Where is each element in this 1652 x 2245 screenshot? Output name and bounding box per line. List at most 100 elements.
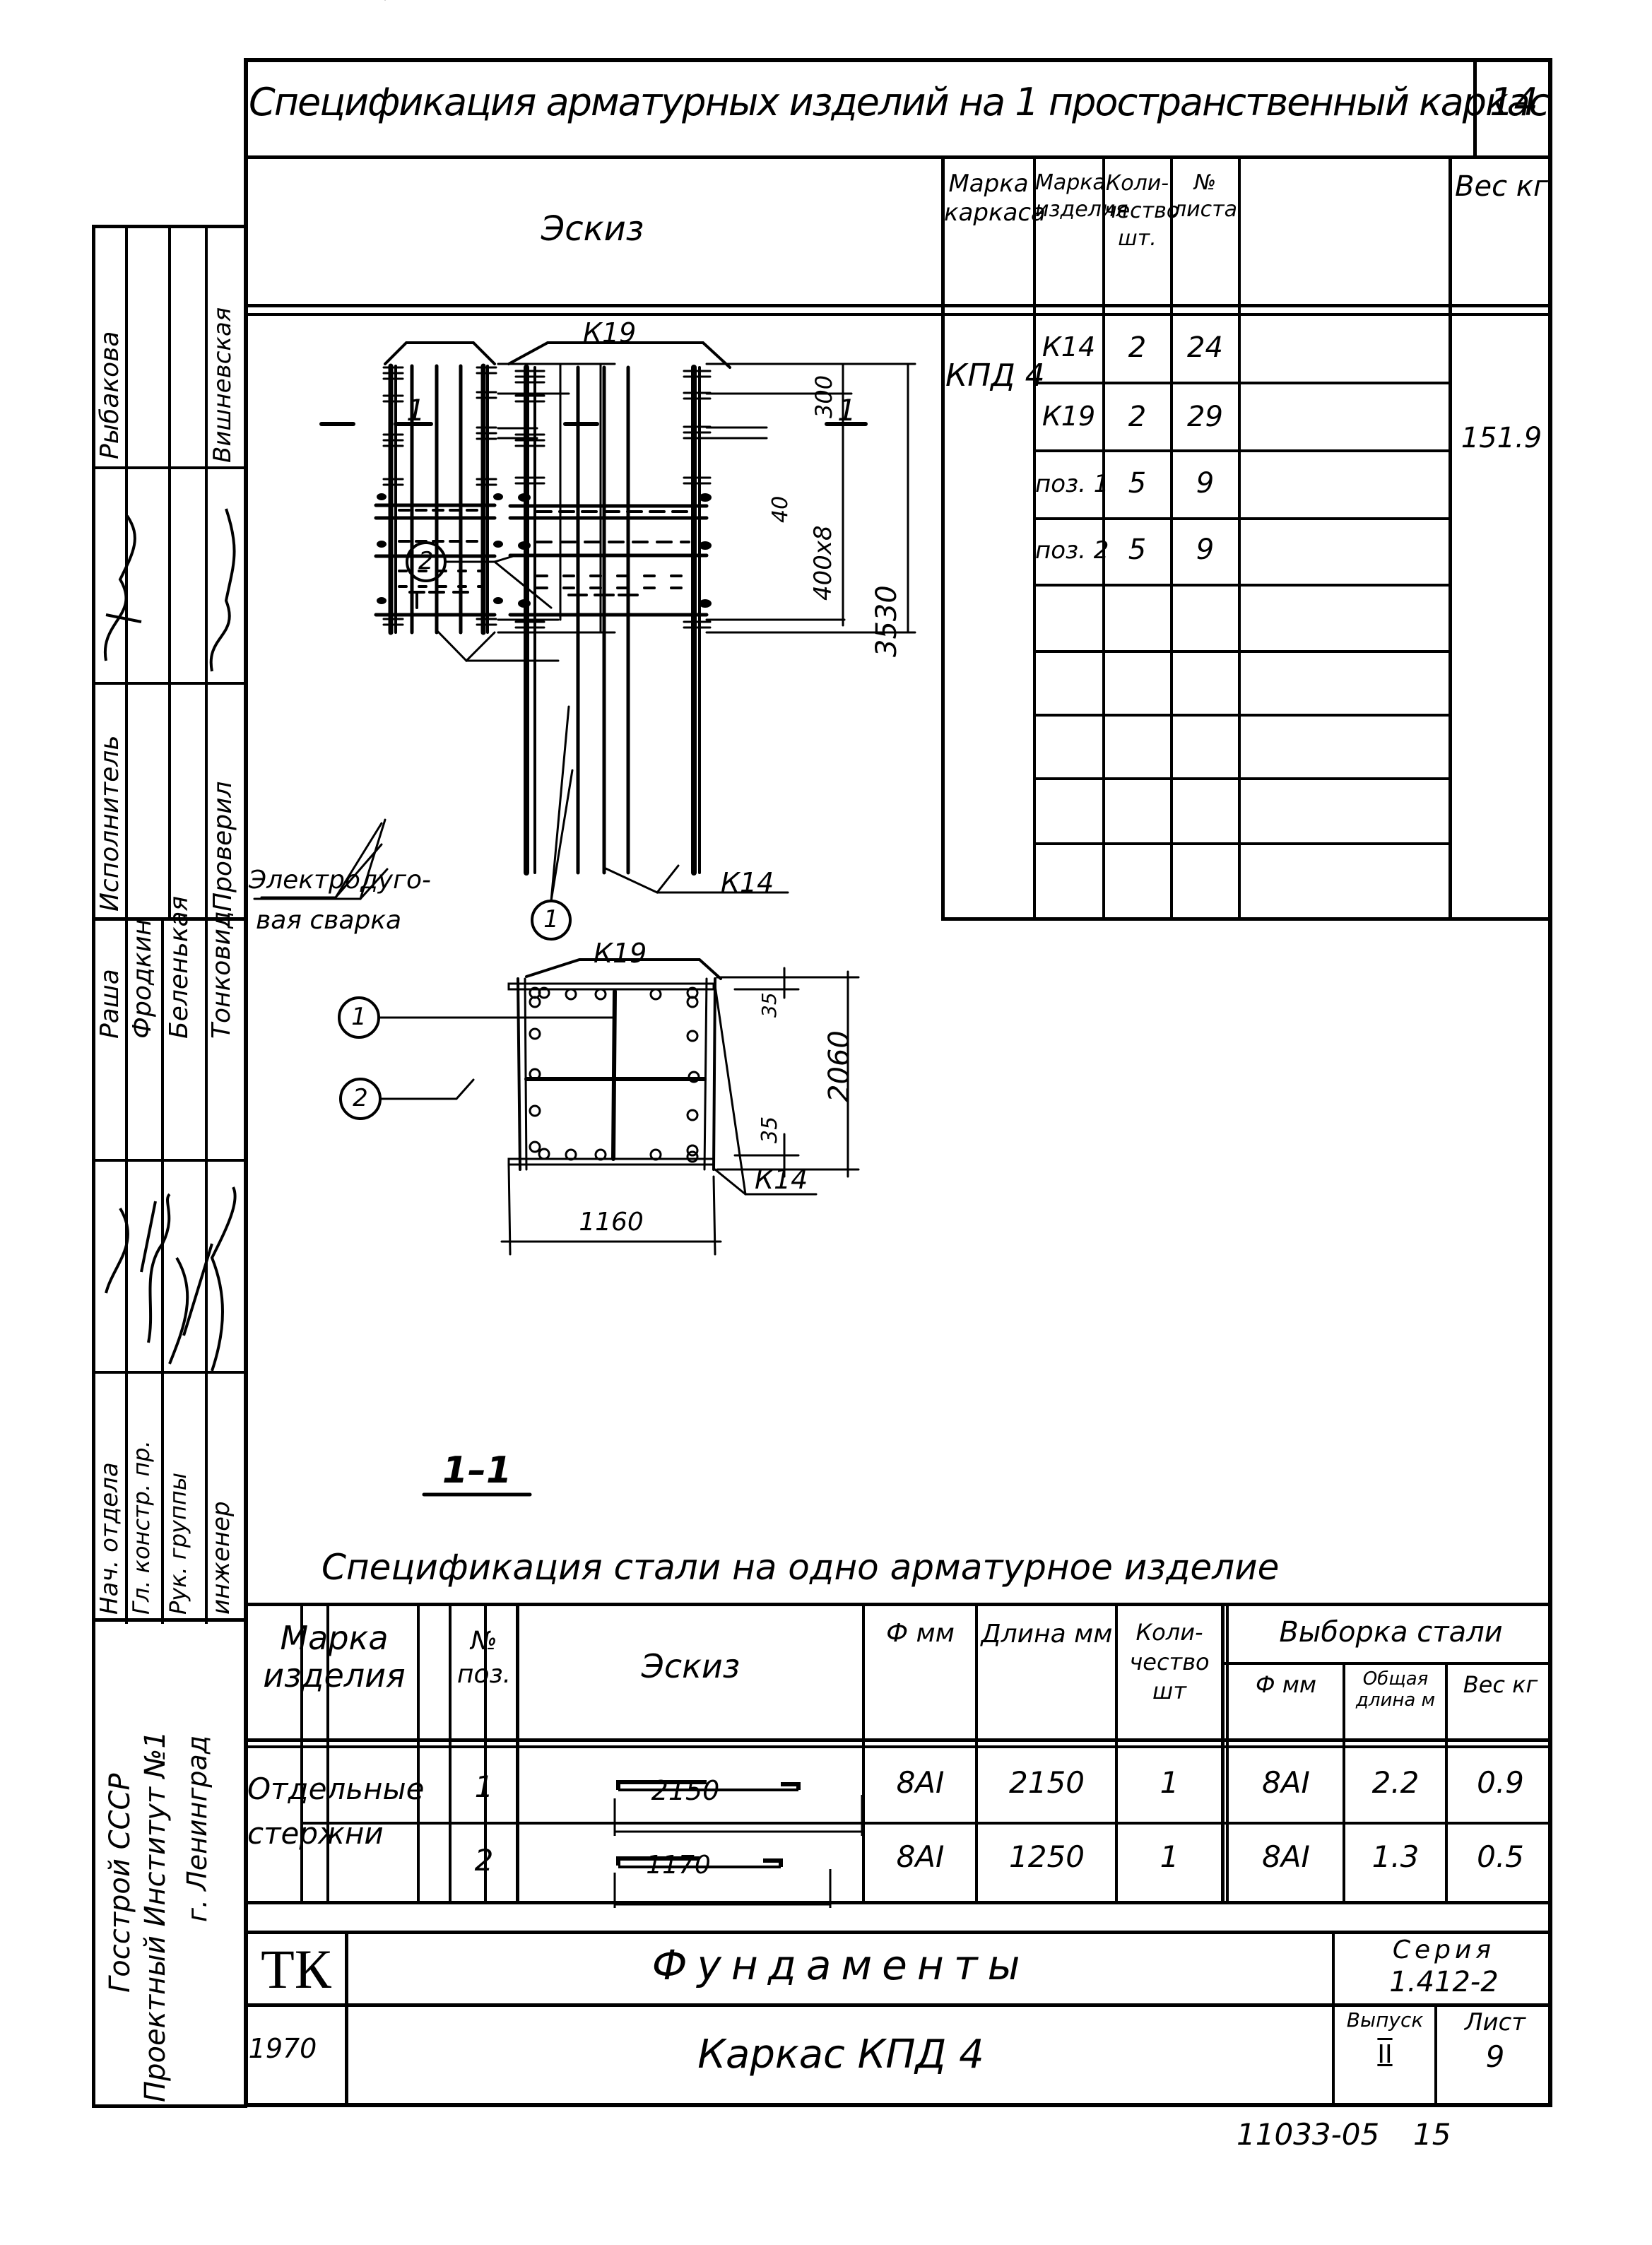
divider bbox=[125, 225, 128, 1624]
divider bbox=[345, 1931, 348, 2107]
row-item: поз. 1 bbox=[1035, 470, 1109, 498]
section-label-k14: К14 bbox=[755, 1164, 808, 1195]
steel-row-length: 2150 bbox=[1009, 1765, 1085, 1800]
row-qty: 5 bbox=[1128, 534, 1147, 566]
header-weight: Вес кг bbox=[1455, 170, 1548, 203]
divider bbox=[244, 1603, 1552, 1606]
divider bbox=[244, 313, 1552, 316]
divider bbox=[1445, 1662, 1448, 1901]
stamp-role-group-lead: Рук. группы bbox=[165, 1472, 191, 1615]
doc-number: 11033-05 bbox=[1237, 2117, 1380, 2152]
divider bbox=[92, 917, 247, 921]
year: 1970 bbox=[248, 2033, 317, 2064]
section-mark-right: 1 bbox=[837, 393, 856, 428]
table-bottom bbox=[941, 917, 1552, 921]
row-qty: 5 bbox=[1128, 467, 1147, 500]
divider bbox=[1238, 157, 1241, 920]
top-spec-number: 14 bbox=[1489, 80, 1538, 124]
steel-header-length: Длина мм bbox=[981, 1620, 1113, 1649]
issue-label: Выпуск bbox=[1346, 2008, 1424, 2032]
callout-2: 2 bbox=[418, 547, 434, 575]
row-item: поз. 2 bbox=[1035, 536, 1109, 565]
steel-header-sketch: Эскиз bbox=[641, 1647, 741, 1685]
divider bbox=[1343, 1662, 1345, 1901]
section-title: 1–1 bbox=[442, 1449, 512, 1492]
stamp-name-tonkovid: Тонковид bbox=[207, 911, 236, 1039]
row-sheet: 29 bbox=[1187, 401, 1223, 433]
section-label-k19: К19 bbox=[594, 938, 647, 969]
weld-note-line1: Электродуго- bbox=[249, 866, 432, 895]
row-sheet: 24 bbox=[1187, 331, 1223, 364]
org-line2: Проектный Институт №1 bbox=[139, 1731, 172, 2102]
divider bbox=[244, 1901, 1552, 1904]
header-frame-mark: Марка каркаса bbox=[944, 170, 1046, 227]
frame-mark-value: КПД 4 bbox=[945, 358, 1045, 394]
divider bbox=[1115, 1604, 1118, 1901]
steel-row-pos: 2 bbox=[474, 1843, 494, 1878]
row-sheet: 9 bbox=[1196, 534, 1215, 566]
dim-1160: 1160 bbox=[579, 1208, 644, 1237]
series-label: Серия bbox=[1392, 1935, 1496, 1964]
divider bbox=[92, 682, 247, 685]
divider bbox=[449, 1604, 452, 1901]
steel-header-sel-diameter: Ф мм bbox=[1256, 1671, 1316, 1698]
divider bbox=[92, 1618, 247, 1622]
row-item: К19 bbox=[1042, 401, 1096, 432]
steel-row-length: 1250 bbox=[1009, 1839, 1085, 1874]
divider bbox=[300, 1604, 303, 1901]
row-divider bbox=[1033, 842, 1450, 845]
divider bbox=[300, 1822, 1552, 1825]
elevation-label-k19: К19 bbox=[583, 317, 637, 348]
steel-header-sel-total-length: Общая длина м bbox=[1355, 1668, 1436, 1711]
header-sketch: Эскиз bbox=[541, 209, 644, 249]
divider bbox=[205, 225, 208, 1624]
page-number: 15 bbox=[1413, 2117, 1451, 2152]
divider bbox=[417, 1604, 420, 1901]
steel-row-diameter: 8АI bbox=[896, 1765, 945, 1800]
stamp-role-head-dept: Нач. отдела bbox=[95, 1462, 124, 1615]
stamp-role-engineer: инженер bbox=[207, 1501, 235, 1615]
issue-value: II bbox=[1377, 2040, 1393, 2069]
divider bbox=[1221, 1604, 1225, 1901]
row-qty: 2 bbox=[1128, 331, 1147, 364]
logo-tk: ТК bbox=[261, 1938, 331, 2000]
steel-header-item-mark-wide: Марка изделия bbox=[263, 1619, 406, 1695]
divider bbox=[1449, 157, 1452, 920]
row-divider bbox=[1033, 382, 1450, 384]
row-sheet: 9 bbox=[1196, 467, 1215, 500]
stamp-name-frodkin: Фродкин bbox=[128, 919, 157, 1039]
steel-row-total-length: 2.2 bbox=[1371, 1765, 1420, 1800]
header-sheet-no: № листа bbox=[1172, 170, 1238, 222]
divider bbox=[484, 1604, 487, 1901]
row-divider bbox=[1033, 777, 1450, 780]
steel-row-sel-diameter: 8АI bbox=[1262, 1765, 1310, 1800]
divider bbox=[244, 2003, 1552, 2007]
row-item: К14 bbox=[1042, 331, 1096, 363]
row-divider bbox=[1033, 449, 1450, 452]
steel-row-weight: 0.5 bbox=[1477, 1839, 1524, 1874]
divider bbox=[168, 225, 171, 917]
row-divider bbox=[1033, 584, 1450, 587]
steel-header-diameter: Ф мм bbox=[886, 1619, 955, 1648]
divider bbox=[244, 1738, 1552, 1742]
steel-row-qty: 1 bbox=[1160, 1839, 1179, 1874]
divider bbox=[1226, 1604, 1229, 1901]
divider bbox=[244, 304, 1552, 307]
title-foundations: Фундаменты bbox=[651, 1941, 1030, 1989]
divider bbox=[161, 917, 164, 1624]
steel-item-group: Отдельные стержни bbox=[247, 1772, 425, 1851]
steel-row-weight: 0.9 bbox=[1477, 1765, 1524, 1800]
top-spec-title: Спецификация арматурных изделий на 1 про… bbox=[249, 80, 1550, 124]
divider bbox=[1033, 157, 1036, 920]
divider bbox=[92, 1371, 247, 1374]
divider bbox=[1222, 1662, 1552, 1665]
divider bbox=[1102, 157, 1105, 920]
org-line3: г. Ленинград bbox=[182, 1735, 213, 1922]
divider bbox=[244, 1745, 1552, 1748]
row-qty: 2 bbox=[1128, 401, 1147, 433]
